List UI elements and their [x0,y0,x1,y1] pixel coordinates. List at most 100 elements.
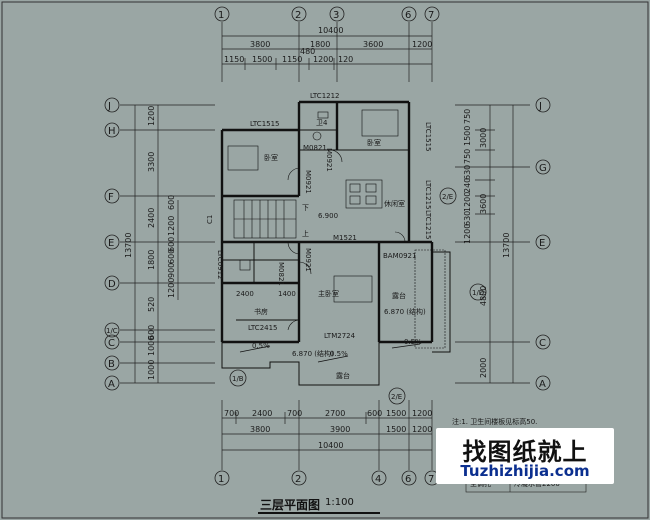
axis-right-E: E [539,238,545,249]
dim-bot-r2-1: 3800 [250,425,270,434]
label-bam0921: BAM0921 [383,252,416,260]
watermark-brand-text: 找图纸就上 [462,438,588,466]
label-ltc1212: LTC1212 [310,92,340,100]
label-c1: C1 [206,215,214,224]
dim-right-1: 3000 [479,128,488,148]
dim-bot-2: 2400 [252,409,272,418]
terrace-outline [221,251,451,386]
label-m1521: M1521 [333,234,357,242]
thin-walls [222,129,409,321]
dim-right-2: 3600 [479,194,488,214]
staircase [233,199,297,239]
label-ltm2724: LTM2724 [324,332,356,340]
label-elevation-3: 6.870 (结构) [384,307,426,316]
dim-top-r2-4: 480 [300,47,315,56]
axis-left-E: E [108,238,114,249]
watermark-brand-box: 找图纸就上 Tuzhizhijia.com [436,428,614,484]
label-terrace-2: 露台 [392,291,406,300]
label-ltc1215-b: LTC1215 [424,210,432,240]
dim-bot-5: 600 [367,409,382,418]
dim-top-4: 1200 [412,40,432,49]
dim-bot-total: 10400 [318,441,343,450]
dim-left-5: 520 [147,297,156,312]
dim-left-2: 3300 [147,152,156,172]
dim-left-6: 1000 [147,336,156,356]
plan-scale: 1:100 [325,497,354,508]
axis-sub-1B: 1/B [232,375,244,383]
right-dimension-lines [455,104,530,384]
balcony-railing [414,249,446,349]
walls [220,100,434,344]
label-stair-down: 下 [302,204,309,212]
label-m0921-a: M0921 [325,148,333,172]
axis-sub-2E: 2/E [442,193,453,201]
axis-right-G: G [539,163,547,174]
dim-top-r2-6: 120 [338,55,353,64]
axis-bot-1: 1 [218,474,224,485]
dim-right-in-1: 750 [463,109,472,124]
door-swings [287,149,406,331]
top-dimension-lines [221,22,433,82]
dim-top-3: 3600 [363,40,383,49]
dim-right-3: 4800 [479,286,488,306]
axis-left-B: B [108,359,115,370]
axis-left-D: D [108,279,116,290]
label-m0921-c: M0921 [304,248,312,272]
dim-bot-1: 700 [224,409,239,418]
top-axis-bubbles [214,6,440,22]
dim-left-in-3: 600 [167,237,176,252]
dim-left-1: 1200 [147,106,156,126]
label-ltc2415: LTC2415 [248,324,278,332]
axis-sub-1D: 1/D [472,289,484,297]
axis-top-1: 1 [218,10,224,21]
dim-left-in-6: 1200 [167,278,176,298]
dim-right-in-8: 1200 [463,224,472,244]
dim-right-in-4: 630 [463,165,472,180]
label-m0921-b: M0921 [304,170,312,194]
axis-left-A: A [108,379,115,390]
plan-title-underline [258,512,380,514]
label-ltc0912: LTC0912 [216,250,224,280]
axis-top-4: 6 [405,10,411,21]
axis-sub-2: 2/E [391,393,402,401]
dim-right-total: 13700 [502,233,511,258]
label-dim-2400: 2400 [236,290,254,298]
axis-left-H: H [108,126,116,137]
dim-right-in-7: 630 [463,211,472,226]
dim-bot-7: 1200 [412,409,432,418]
dim-top-total: 10400 [318,26,343,35]
dim-top-r2-2: 1500 [252,55,272,64]
label-master-bedroom: 主卧室 [318,289,339,298]
axis-bot-6: 6 [405,474,411,485]
label-dim-1400: 1400 [278,290,296,298]
left-dimension-lines [120,104,215,384]
label-slope-3: 0.5% [404,338,422,346]
label-bath4: 卫4 [316,119,328,127]
dim-bot-r2-2: 3900 [330,425,350,434]
axis-left-C: C [108,338,115,349]
axis-top-5: 7 [428,10,434,21]
left-axis-bubbles [104,97,120,391]
dim-left-in-5: 900 [167,263,176,278]
dim-right-in-5: 240 [463,178,472,193]
axis-right-C: C [539,338,546,349]
label-ltc1515-b: LTC1515 [424,122,432,152]
furniture [227,109,399,303]
label-m0821-b: M0821 [277,262,285,286]
dim-top-2: 1800 [310,40,330,49]
axis-right-J: J [538,101,542,112]
label-bedroom-2: 卧室 [367,138,381,147]
label-slope-2: 0.5% [330,350,348,358]
axis-bot-2: 2 [295,474,301,485]
dim-left-4: 1800 [147,250,156,270]
dim-left-in-2: 1200 [167,216,176,236]
axis-top-2: 2 [295,10,301,21]
axis-right-A: A [539,379,546,390]
dim-bot-4: 2700 [325,409,345,418]
axis-bot-4: 4 [375,474,381,485]
dim-bot-3: 700 [287,409,302,418]
bottom-dimension-lines [221,400,433,470]
